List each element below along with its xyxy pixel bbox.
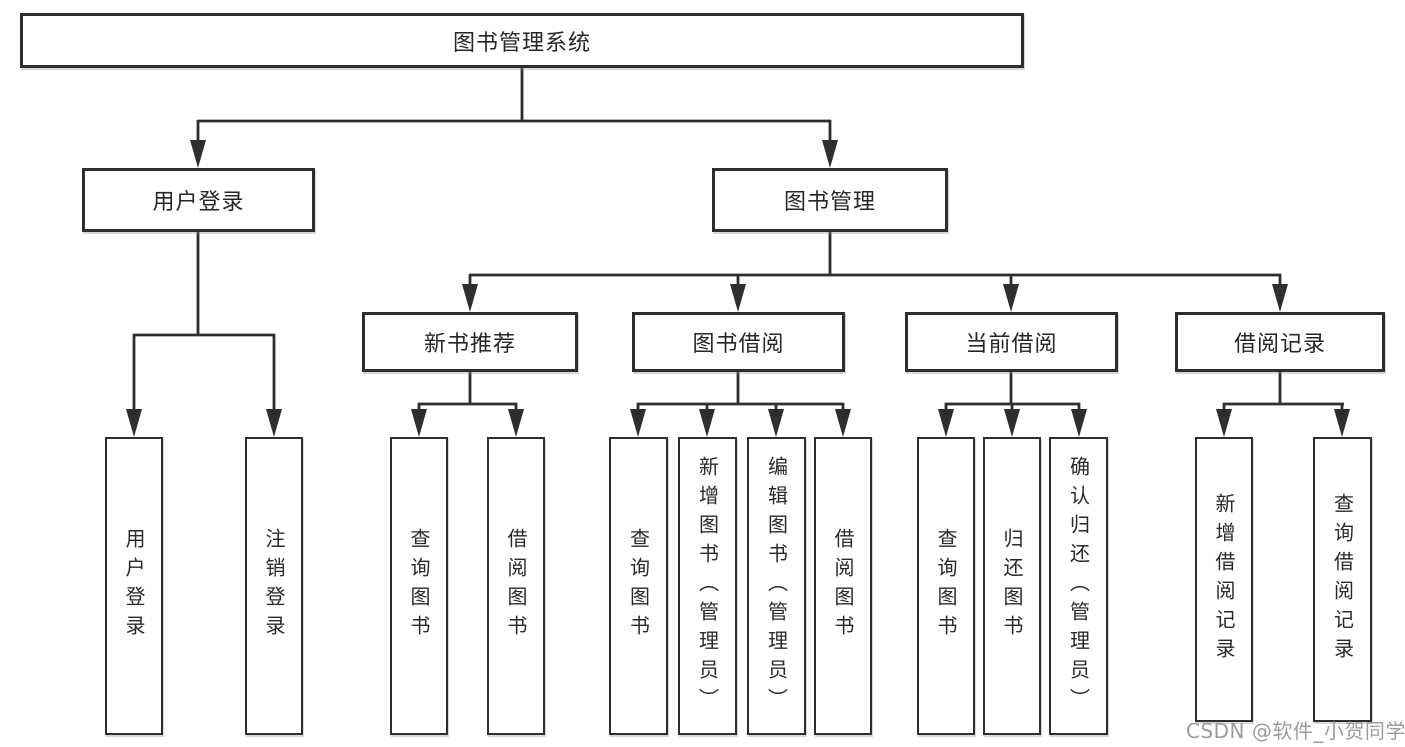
arrow-icon bbox=[938, 409, 954, 437]
leaf-logout: 注销登录 bbox=[245, 437, 303, 735]
connector-newbook-to-leaves bbox=[417, 371, 518, 413]
node-label: 查询图书 bbox=[407, 528, 431, 644]
node-label: 借阅图书 bbox=[504, 528, 528, 644]
node-label: 注销登录 bbox=[262, 528, 286, 644]
node-label: 图书管理 bbox=[783, 190, 876, 215]
arrow-icon bbox=[1272, 284, 1288, 312]
arrow-icon bbox=[1003, 284, 1019, 312]
node-label: 归还图书 bbox=[1000, 528, 1024, 644]
node-book-management-branch: 图书管理 bbox=[712, 168, 948, 232]
leaf-add-borrow-record: 新增借阅记录 bbox=[1195, 437, 1253, 722]
node-label: 新增借阅记录 bbox=[1212, 492, 1236, 667]
node-book-borrow: 图书借阅 bbox=[632, 312, 845, 372]
connector-current-to-leaves bbox=[944, 371, 1081, 413]
node-label: 新书推荐 bbox=[423, 332, 516, 357]
arrow-icon bbox=[699, 409, 715, 437]
arrow-icon bbox=[730, 284, 746, 312]
connector-root-to-level2 bbox=[196, 67, 832, 142]
node-user-login-branch: 用户登录 bbox=[82, 168, 315, 232]
arrow-icon bbox=[1071, 409, 1087, 437]
arrow-icon bbox=[126, 409, 142, 437]
arrow-icon bbox=[630, 409, 646, 437]
arrow-icon bbox=[1334, 409, 1350, 437]
arrow-icon bbox=[1216, 409, 1232, 437]
leaf-borrow-books: 借阅图书 bbox=[814, 437, 872, 735]
leaf-add-books-admin: 新增图书（管理员） bbox=[678, 437, 737, 735]
leaf-query-books-borrow: 查询图书 bbox=[609, 437, 668, 735]
node-label: 图书管理系统 bbox=[452, 30, 591, 56]
csdn-watermark: CSDN @软件_小贺同学 bbox=[1186, 719, 1405, 743]
connector-records-to-leaves bbox=[1222, 371, 1344, 413]
node-label: 当前借阅 bbox=[965, 332, 1058, 357]
leaf-query-books-recommend: 查询图书 bbox=[390, 437, 448, 735]
node-label: 借阅记录 bbox=[1233, 332, 1326, 357]
leaf-query-books-current: 查询图书 bbox=[917, 437, 975, 735]
arrow-icon bbox=[1004, 409, 1020, 437]
arrow-icon bbox=[822, 140, 838, 168]
node-borrow-records: 借阅记录 bbox=[1175, 312, 1385, 372]
node-label: 图书借阅 bbox=[692, 332, 785, 357]
arrow-icon bbox=[190, 140, 206, 168]
leaf-return-books: 归还图书 bbox=[983, 437, 1041, 735]
connector-bookmgmt-to-level3 bbox=[468, 231, 1282, 288]
node-current-borrow: 当前借阅 bbox=[905, 312, 1118, 372]
node-new-book-recommend: 新书推荐 bbox=[362, 312, 578, 372]
connector-userlogin-to-leaves bbox=[132, 231, 276, 412]
leaf-confirm-return-admin: 确认归还（管理员） bbox=[1049, 437, 1108, 735]
arrow-icon bbox=[768, 409, 784, 437]
node-label: 查询图书 bbox=[934, 528, 958, 644]
leaf-borrow-books-recommend: 借阅图书 bbox=[487, 437, 545, 735]
node-label: 确认归还（管理员） bbox=[1066, 455, 1091, 717]
node-label: 查询借阅记录 bbox=[1330, 492, 1355, 667]
node-label: 查询图书 bbox=[626, 528, 651, 644]
arrow-icon bbox=[462, 284, 478, 312]
arrow-icon bbox=[835, 409, 851, 437]
node-label: 新增图书（管理员） bbox=[695, 455, 720, 717]
leaf-query-borrow-record: 查询借阅记录 bbox=[1313, 437, 1372, 722]
node-label: 用户登录 bbox=[152, 190, 245, 215]
node-label: 编辑图书（管理员） bbox=[764, 455, 789, 717]
arrow-icon bbox=[508, 409, 524, 437]
node-root-system: 图书管理系统 bbox=[20, 13, 1024, 68]
leaf-edit-books-admin: 编辑图书（管理员） bbox=[747, 437, 806, 735]
node-label: 借阅图书 bbox=[831, 528, 855, 644]
connector-borrow-to-leaves bbox=[636, 371, 845, 413]
node-label: 用户登录 bbox=[122, 528, 146, 644]
leaf-user-login: 用户登录 bbox=[105, 437, 163, 735]
arrow-icon bbox=[411, 409, 427, 437]
arrow-icon bbox=[266, 409, 282, 437]
